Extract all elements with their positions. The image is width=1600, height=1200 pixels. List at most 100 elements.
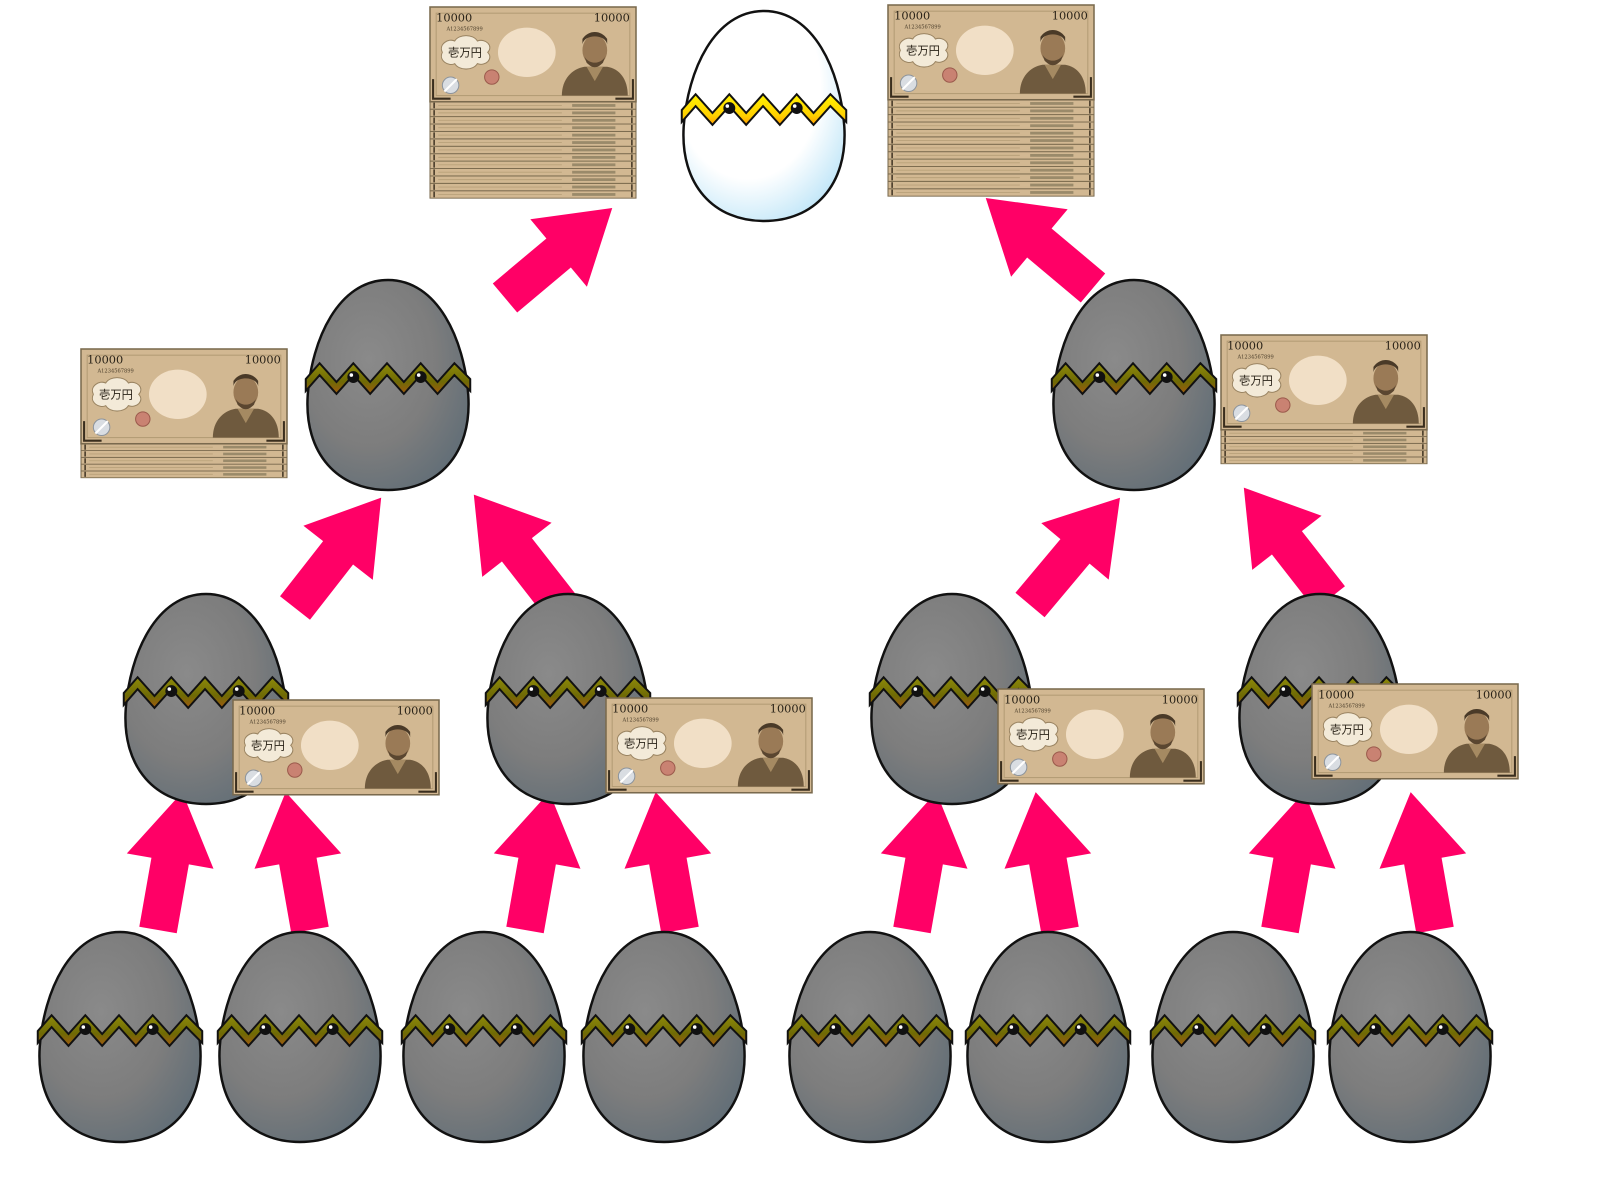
banknote-icon: 1000010000A1234567899A1234567899壱万円 <box>1220 334 1428 431</box>
banknotes: 1000010000A1234567899A1234567899壱万円10000… <box>80 4 1519 796</box>
banknote-edge <box>429 130 637 140</box>
bill-serial: A1234567899 <box>445 27 482 33</box>
banknote-edge <box>1220 429 1428 437</box>
banknote-stack: 1000010000A1234567899A1234567899壱万円 <box>80 348 288 479</box>
bill-denomination: 10000 <box>1227 338 1263 352</box>
banknote-edge <box>1220 442 1428 451</box>
banknote-edge <box>1220 449 1428 458</box>
bill-denomination: 10000 <box>1318 687 1354 701</box>
banknote-edge <box>887 106 1095 116</box>
arrow-up-icon <box>260 470 416 636</box>
banknote-edge <box>1220 456 1428 465</box>
banknote-edge <box>429 182 637 192</box>
bill-denomination: 10000 <box>245 352 281 366</box>
banknote-stack: 1000010000A1234567899A1234567899壱万円 <box>429 6 637 199</box>
cracked-egg-icon <box>580 930 748 1144</box>
banknote-icon: 1000010000A1234567899A1234567899壱万円 <box>80 348 288 445</box>
banknote-icon: 1000010000A1234567899A1234567899壱万円 <box>997 688 1205 785</box>
banknote-edge <box>887 158 1095 167</box>
white-cracked-egg-icon <box>680 9 848 223</box>
bill-kanji: 壱万円 <box>99 387 133 401</box>
banknote-edge <box>887 128 1095 138</box>
banknote-icon: 1000010000A1234567899A1234567899壱万円 <box>605 697 813 794</box>
eggs-level-4 <box>36 930 1494 1144</box>
banknote-edge <box>887 99 1095 108</box>
egg-top <box>680 9 848 223</box>
banknote-edge <box>429 138 637 147</box>
cracked-egg-icon <box>786 930 954 1144</box>
banknote-edge <box>887 136 1095 145</box>
arrow-up-icon <box>481 784 593 938</box>
banknote-edge <box>887 166 1095 175</box>
bill-kanji: 壱万円 <box>448 45 482 59</box>
banknote-edge <box>80 463 288 472</box>
bill-kanji: 壱万円 <box>251 738 285 752</box>
bill-denomination: 10000 <box>87 352 123 366</box>
banknote-edge <box>80 456 288 465</box>
banknote-edge <box>429 123 637 132</box>
bill-serial: A1234567899 <box>1013 709 1050 715</box>
bill-denomination: 10000 <box>1004 692 1040 706</box>
banknote: 1000010000A1234567899A1234567899壱万円 <box>605 697 813 794</box>
banknote-edge <box>429 108 637 118</box>
banknote-icon: 1000010000A1234567899A1234567899壱万円 <box>1311 683 1519 780</box>
bill-denomination: 10000 <box>1476 687 1512 701</box>
banknote-edge <box>429 145 637 155</box>
cracked-egg-icon <box>1050 278 1218 492</box>
arrow-up-icon <box>868 784 980 938</box>
bill-denomination: 10000 <box>1162 692 1198 706</box>
arrow-up-icon <box>992 784 1104 938</box>
bill-serial: A1234567899 <box>1236 355 1273 361</box>
bill-denomination: 10000 <box>1052 8 1088 22</box>
bill-denomination: 10000 <box>894 8 930 22</box>
bill-denomination: 10000 <box>594 10 630 24</box>
bill-serial: A1234567899 <box>1327 704 1364 710</box>
banknote-edge <box>429 160 637 169</box>
cracked-egg-icon <box>1326 930 1494 1144</box>
bill-kanji: 壱万円 <box>1239 373 1273 387</box>
arrow-up-icon <box>242 784 354 938</box>
bill-serial: A1234567899 <box>903 25 940 31</box>
bill-denomination: 10000 <box>1385 338 1421 352</box>
arrow-up-icon <box>114 784 226 938</box>
banknote-edge <box>80 450 288 458</box>
cracked-egg-icon <box>964 930 1132 1144</box>
cracked-egg-icon <box>216 930 384 1144</box>
banknote-edge <box>429 168 637 177</box>
cracked-egg-icon <box>36 930 204 1144</box>
bill-denomination: 10000 <box>770 701 806 715</box>
arrow-up-icon <box>996 469 1154 634</box>
banknote-edge <box>80 443 288 451</box>
banknote-edge <box>80 470 288 479</box>
banknote-edge <box>887 173 1095 182</box>
arrow-up-icon <box>612 784 724 938</box>
bill-denomination: 10000 <box>239 703 275 717</box>
banknote-edge <box>887 180 1095 190</box>
banknote-edge <box>1220 436 1428 444</box>
banknote-edge <box>429 153 637 162</box>
arrow-up-icon <box>1236 784 1348 938</box>
banknote-stack: 1000010000A1234567899A1234567899壱万円 <box>887 4 1095 197</box>
banknote: 1000010000A1234567899A1234567899壱万円 <box>232 699 440 796</box>
bill-denomination: 10000 <box>397 703 433 717</box>
bill-serial: A1234567899 <box>248 720 285 726</box>
banknote-edge <box>429 116 637 125</box>
banknote-edge <box>887 188 1095 197</box>
banknote-stack: 1000010000A1234567899A1234567899壱万円 <box>1220 334 1428 465</box>
banknote-edge <box>887 151 1095 160</box>
eggs-level-2 <box>304 278 1218 492</box>
banknote-icon: 1000010000A1234567899A1234567899壱万円 <box>887 4 1095 101</box>
banknote-edge <box>429 190 637 199</box>
arrows <box>114 164 1479 938</box>
banknote-edge <box>429 175 637 184</box>
bill-denomination: 10000 <box>436 10 472 24</box>
cracked-egg-icon <box>400 930 568 1144</box>
banknote: 1000010000A1234567899A1234567899壱万円 <box>997 688 1205 785</box>
arrow-up-icon <box>1367 784 1479 938</box>
banknote-edge <box>429 101 637 110</box>
bill-serial: A1234567899 <box>96 369 133 375</box>
bill-kanji: 壱万円 <box>906 43 940 57</box>
bill-kanji: 壱万円 <box>624 736 658 750</box>
banknote-edge <box>887 143 1095 153</box>
